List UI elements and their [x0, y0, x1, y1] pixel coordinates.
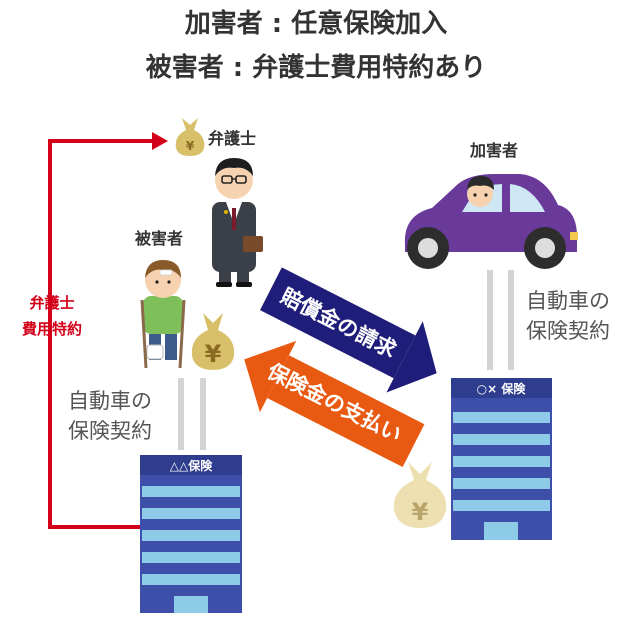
contract-right-line1: 自動車の — [526, 289, 610, 313]
victim-figure — [140, 260, 186, 369]
lawyer-fee-label-line2: 費用特約 — [22, 320, 82, 338]
lawyer-figure — [212, 158, 263, 287]
insurer-left-building — [140, 455, 242, 613]
label-victim: 被害者 — [135, 229, 183, 248]
yen-victim: ¥ — [205, 340, 222, 368]
contract-left-line2: 保険契約 — [68, 419, 152, 443]
contract-lines-left — [178, 378, 206, 450]
lawyer-fee-connector — [48, 132, 168, 529]
insurer-right-building — [451, 378, 552, 540]
claim-arrow — [260, 267, 437, 393]
payment-arrow — [244, 340, 425, 467]
car-illustration — [404, 174, 578, 269]
label-lawyer: 弁護士 — [208, 129, 256, 148]
yen-small: ¥ — [186, 139, 195, 153]
title-perpetrator: 加害者 : 任意保険加入 — [185, 8, 448, 39]
contract-right-line2: 保険契約 — [526, 319, 610, 343]
title-victim: 被害者 : 弁護士費用特約あり — [146, 52, 487, 83]
yen-payout: ¥ — [412, 498, 429, 526]
insurer-right-name: ○× 保険 — [477, 381, 527, 396]
money-bag-small — [175, 118, 205, 156]
money-bag-payout — [393, 462, 447, 528]
contract-lines-right — [487, 270, 514, 370]
money-bag-victim — [191, 313, 235, 370]
lawyer-fee-label-line1: 弁護士 — [29, 294, 74, 312]
label-perpetrator: 加害者 — [469, 141, 518, 160]
contract-left-line1: 自動車の — [68, 389, 152, 413]
insurer-left-name: △△保険 — [170, 458, 213, 473]
